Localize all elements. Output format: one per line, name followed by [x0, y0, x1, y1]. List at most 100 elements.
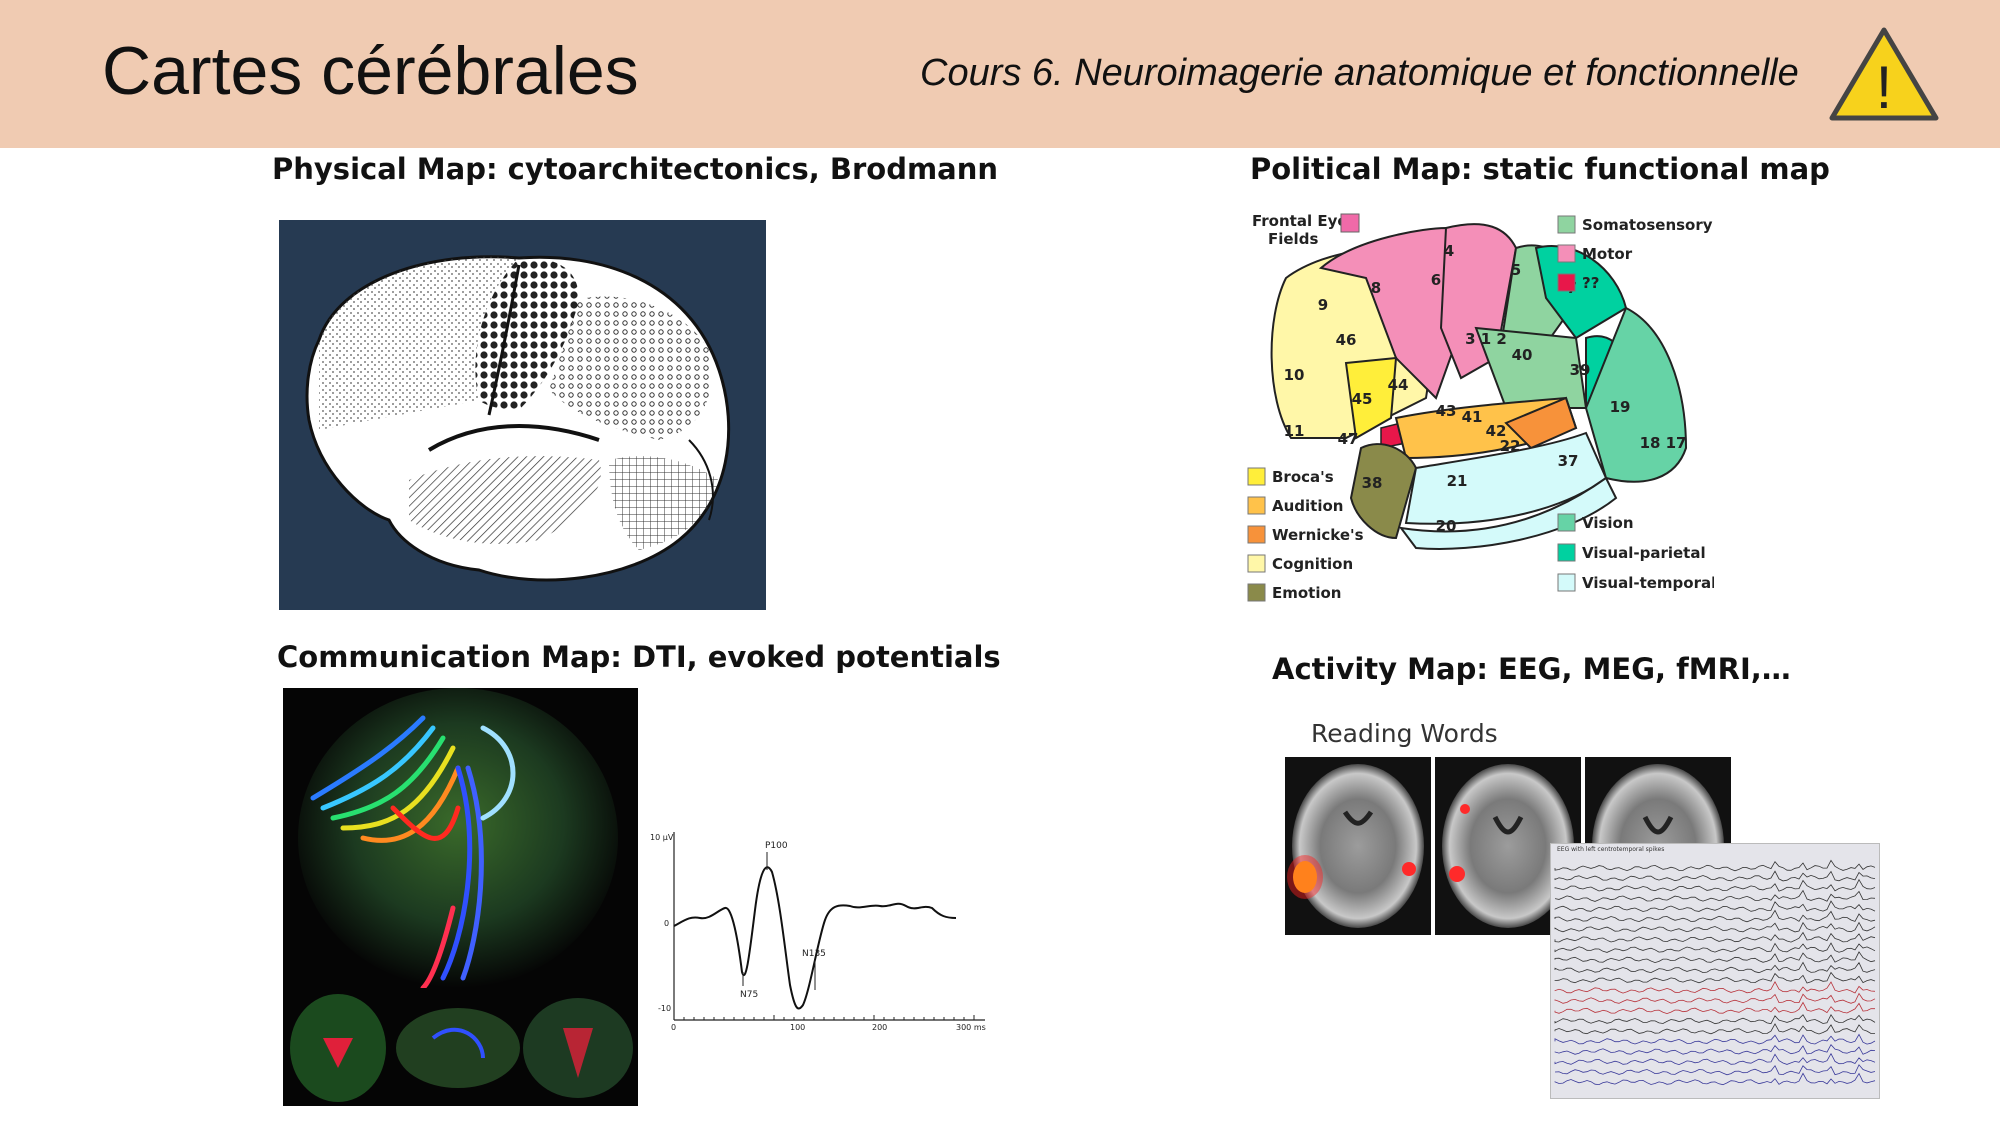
eeg-trace-9	[1554, 951, 1876, 964]
area-44: 44	[1388, 376, 1409, 394]
area-43: 43	[1436, 402, 1457, 420]
area-45: 45	[1352, 390, 1373, 408]
brodmann-brain-figure	[279, 220, 766, 610]
frontal-eye-fields-swatch	[1340, 213, 1360, 233]
area-5: 5	[1511, 261, 1521, 279]
eeg-trace-13	[1554, 992, 1876, 1004]
eeg-trace-7	[1554, 931, 1876, 943]
eeg-trace-17	[1554, 1033, 1876, 1045]
brodmann-brain-drawing	[305, 255, 731, 582]
legend-swatch-top-2	[1557, 273, 1576, 292]
legend-swatch-left-2	[1247, 525, 1266, 544]
legend-label-left-4: Emotion	[1272, 584, 1341, 602]
frontal-eye-fields-label: Frontal Eye	[1252, 212, 1348, 230]
area-39: 39	[1570, 361, 1591, 379]
eeg-trace-3	[1554, 889, 1876, 902]
area-38: 38	[1362, 474, 1383, 492]
functional-brain-map: Frontal Eye Fields 4 6 8 5 7 9 46 3 1 2 …	[1246, 208, 1714, 603]
eeg-trace-6	[1554, 921, 1876, 933]
legend-swatch-top-1	[1557, 244, 1576, 263]
area-4: 4	[1444, 242, 1454, 260]
area-41: 41	[1462, 408, 1483, 426]
area-8: 8	[1371, 279, 1381, 297]
warning-triangle-icon: !	[1829, 27, 1939, 121]
legend-swatch-left-0	[1247, 467, 1266, 486]
area-40: 40	[1512, 346, 1533, 364]
warning-mark: !	[1876, 54, 1893, 121]
eeg-trace-15	[1554, 1014, 1876, 1025]
legend-label-left-2: Wernicke's	[1272, 526, 1364, 544]
legend-left: Broca'sAuditionWernicke'sCognitionEmotio…	[1247, 467, 1364, 602]
legend-swatch-right-2	[1557, 573, 1576, 592]
physical-map-heading: Physical Map: cytoarchitectonics, Brodma…	[272, 152, 999, 186]
area-19: 19	[1610, 398, 1631, 416]
eeg-trace-21	[1554, 1072, 1876, 1086]
ep-x-tick-300: 300 ms	[956, 1023, 986, 1032]
activity-map-heading: Activity Map: EEG, MEG, fMRI,…	[1272, 652, 1791, 686]
slide-title: Cartes cérébrales	[102, 33, 639, 109]
ep-y-bottom-label: -10	[658, 1004, 671, 1013]
eeg-trace-8	[1554, 942, 1876, 953]
area-37: 37	[1558, 452, 1579, 470]
legend-label-right-0: Vision	[1582, 514, 1634, 532]
area-21: 21	[1447, 472, 1468, 490]
area-20: 20	[1436, 517, 1457, 535]
legend-swatch-left-1	[1247, 496, 1266, 515]
eeg-trace-14	[1554, 1001, 1875, 1015]
eeg-trace-2	[1554, 878, 1876, 892]
area-11: 11	[1284, 422, 1305, 440]
ep-peak-n135: N135	[802, 949, 826, 959]
area-42: 42	[1486, 422, 1507, 440]
legend-label-left-0: Broca's	[1272, 468, 1334, 486]
eeg-trace-11	[1554, 971, 1876, 984]
ep-y-unit-label: 10 µV	[650, 833, 674, 842]
legend-label-left-1: Audition	[1272, 497, 1343, 515]
ep-waveform	[673, 866, 957, 1010]
area-6: 6	[1431, 271, 1441, 289]
evoked-potential-chart: 10 µV 0 -10 0 100 200 300 ms P100 N75 N1…	[640, 820, 990, 1035]
area-17: 17	[1666, 434, 1687, 452]
eeg-caption: EEG with left centrotemporal spikes	[1557, 846, 1665, 853]
eeg-trace-18	[1554, 1044, 1876, 1055]
ep-x-tick-0: 0	[671, 1023, 676, 1032]
legend-label-top-0: Somatosensory	[1582, 216, 1713, 234]
eeg-trace-5	[1554, 909, 1876, 923]
eeg-trace-1	[1554, 870, 1876, 882]
area-10: 10	[1284, 366, 1305, 384]
header-band	[0, 0, 2000, 148]
legend-label-left-3: Cognition	[1272, 555, 1353, 573]
legend-swatch-top-0	[1557, 215, 1576, 234]
fmri-slice-1	[1285, 757, 1431, 935]
area-312: 3 1 2	[1465, 330, 1507, 348]
eeg-trace-20	[1554, 1064, 1876, 1076]
ep-x-tick-200: 200	[872, 1023, 887, 1032]
legend-label-right-1: Visual-parietal	[1582, 544, 1706, 562]
ep-y-zero-label: 0	[664, 919, 669, 928]
eeg-trace-10	[1554, 961, 1876, 974]
fmri-title: Reading Words	[1311, 719, 1498, 748]
eeg-trace-16	[1554, 1023, 1875, 1035]
legend-swatch-right-1	[1557, 543, 1576, 562]
ep-peak-p100: P100	[765, 841, 788, 851]
eeg-trace-4	[1554, 900, 1876, 912]
legend-swatch-left-3	[1247, 554, 1266, 573]
legend-swatch-left-4	[1247, 583, 1266, 602]
area-9: 9	[1318, 296, 1328, 314]
frontal-eye-fields-label-2: Fields	[1268, 230, 1318, 248]
ep-x-tick-100: 100	[790, 1023, 805, 1032]
area-18: 18	[1640, 434, 1661, 452]
communication-map-heading: Communication Map: DTI, evoked potential…	[277, 640, 1001, 674]
eeg-trace-12	[1554, 980, 1876, 994]
legend-label-top-1: Motor	[1582, 245, 1633, 263]
legend-label-right-2: Visual-temporal	[1582, 574, 1714, 592]
eeg-trace-0	[1554, 859, 1876, 872]
legend-label-top-2: ??	[1582, 274, 1599, 292]
legend-swatch-right-0	[1557, 513, 1576, 532]
eeg-recording-figure: EEG with left centrotemporal spikes	[1550, 843, 1880, 1099]
area-22: 22	[1500, 437, 1521, 455]
area-46: 46	[1336, 331, 1357, 349]
ep-peak-n75: N75	[740, 990, 758, 1000]
slide-subtitle: Cours 6. Neuroimagerie anatomique et fon…	[920, 52, 1799, 94]
political-map-heading: Political Map: static functional map	[1250, 152, 1830, 186]
